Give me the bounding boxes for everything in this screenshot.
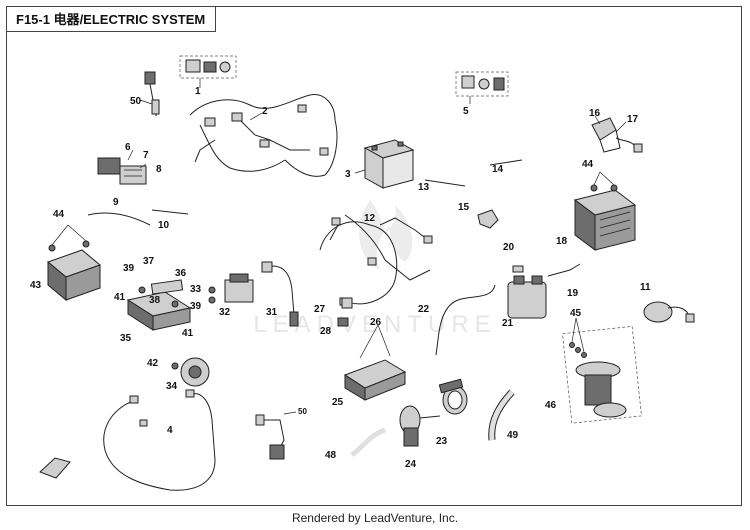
callout-35: 35 [120,333,132,344]
part-24-throttle-body [399,405,441,447]
part-19-cable [547,263,581,277]
part-16-17-relay [591,115,643,153]
callout-17: 17 [627,114,639,125]
callout-37: 37 [143,256,155,267]
callout-43: 43 [30,280,42,291]
callout-44-right: 44 [582,159,594,170]
part-43-ecu [47,224,101,302]
callout-15: 15 [458,202,470,213]
callout-39-right: 39 [190,301,202,312]
part-49-hose [488,389,515,441]
callout-19: 19 [567,288,579,299]
footer-credit: Rendered by LeadVenture, Inc. [291,511,459,525]
callout-20: 20 [503,242,515,253]
part-13-14-straps [424,159,523,187]
callout-13: 13 [418,182,430,193]
part-1-connector-set [179,55,237,88]
part-31-plug-cable [261,261,299,327]
callout-31: 31 [266,307,278,318]
part-11-sender [643,301,695,323]
part-27-28-sensor [337,297,353,327]
callout-4: 4 [167,425,173,436]
callout-44-left: 44 [53,209,65,220]
part-35-fuse-box [126,279,192,331]
callout-12: 12 [364,213,376,224]
part-21-starter-relay [507,265,547,319]
callout-18: 18 [556,236,568,247]
callout-8: 8 [156,164,162,175]
callout-32: 32 [219,307,231,318]
callout-labels: 50 1 2 3 5 16 17 44 18 6 7 8 9 10 13 14 … [30,86,651,470]
callout-47: 46 [545,400,557,411]
callout-48: 48 [325,450,337,461]
callout-46: 45 [570,308,582,319]
part-23-clamp [438,378,468,415]
part-3-battery [354,139,415,189]
title-box: F15-1 电器/ELECTRIC SYSTEM [6,6,216,32]
callout-24: 24 [405,459,417,470]
callout-21: 21 [502,318,514,329]
diagram-frame [6,6,742,506]
callout-5: 5 [463,106,469,117]
callout-39-left: 39 [123,263,135,274]
callout-36: 36 [175,268,187,279]
callout-49: 49 [507,430,519,441]
part-15-bracket [477,209,499,229]
callout-41-right: 41 [182,328,194,339]
part-6-7-8-plugs [97,149,147,185]
callout-16: 16 [589,108,601,119]
callout-10: 10 [158,220,170,231]
part-2-main-harness [189,94,338,177]
callout-33: 33 [190,284,202,295]
callout-27: 27 [314,304,326,315]
callout-2: 2 [262,106,268,117]
callout-41-left: 41 [114,292,126,303]
part-45-sensor [139,71,160,116]
part-48-hose [350,427,386,457]
part-18-regulator [573,171,637,251]
part-22-wire [435,284,496,356]
callout-42: 42 [147,358,159,369]
part-25-module [343,324,407,401]
callout-7: 7 [143,150,149,161]
callout-3: 3 [345,169,351,180]
callout-38: 38 [149,295,161,306]
part-32-33-ignition-coil [208,273,254,304]
callout-26: 26 [370,317,382,328]
callout-23: 23 [436,436,448,447]
part-34-horn [171,357,210,387]
callout-9: 9 [113,197,119,208]
callout-45: 50 [130,96,142,107]
callout-11: 11 [640,282,651,293]
part-9-10-wire [87,209,189,226]
callout-28: 28 [320,326,332,337]
diagram-title: F15-1 电器/ELECTRIC SYSTEM [16,12,206,27]
callout-25: 25 [332,397,344,408]
callout-34: 34 [166,381,178,392]
part-5-connector-set [455,71,509,104]
part-47-fuel-pump [562,317,642,424]
part-50-sensor-lead [255,411,297,460]
part-bracket-bottom-left [39,457,71,479]
callout-14: 14 [492,164,504,175]
callout-1: 1 [195,86,201,97]
callout-50: 50 [298,407,307,416]
callout-6: 6 [125,142,131,153]
callout-22: 22 [418,304,430,315]
part-4-harness [103,389,216,491]
